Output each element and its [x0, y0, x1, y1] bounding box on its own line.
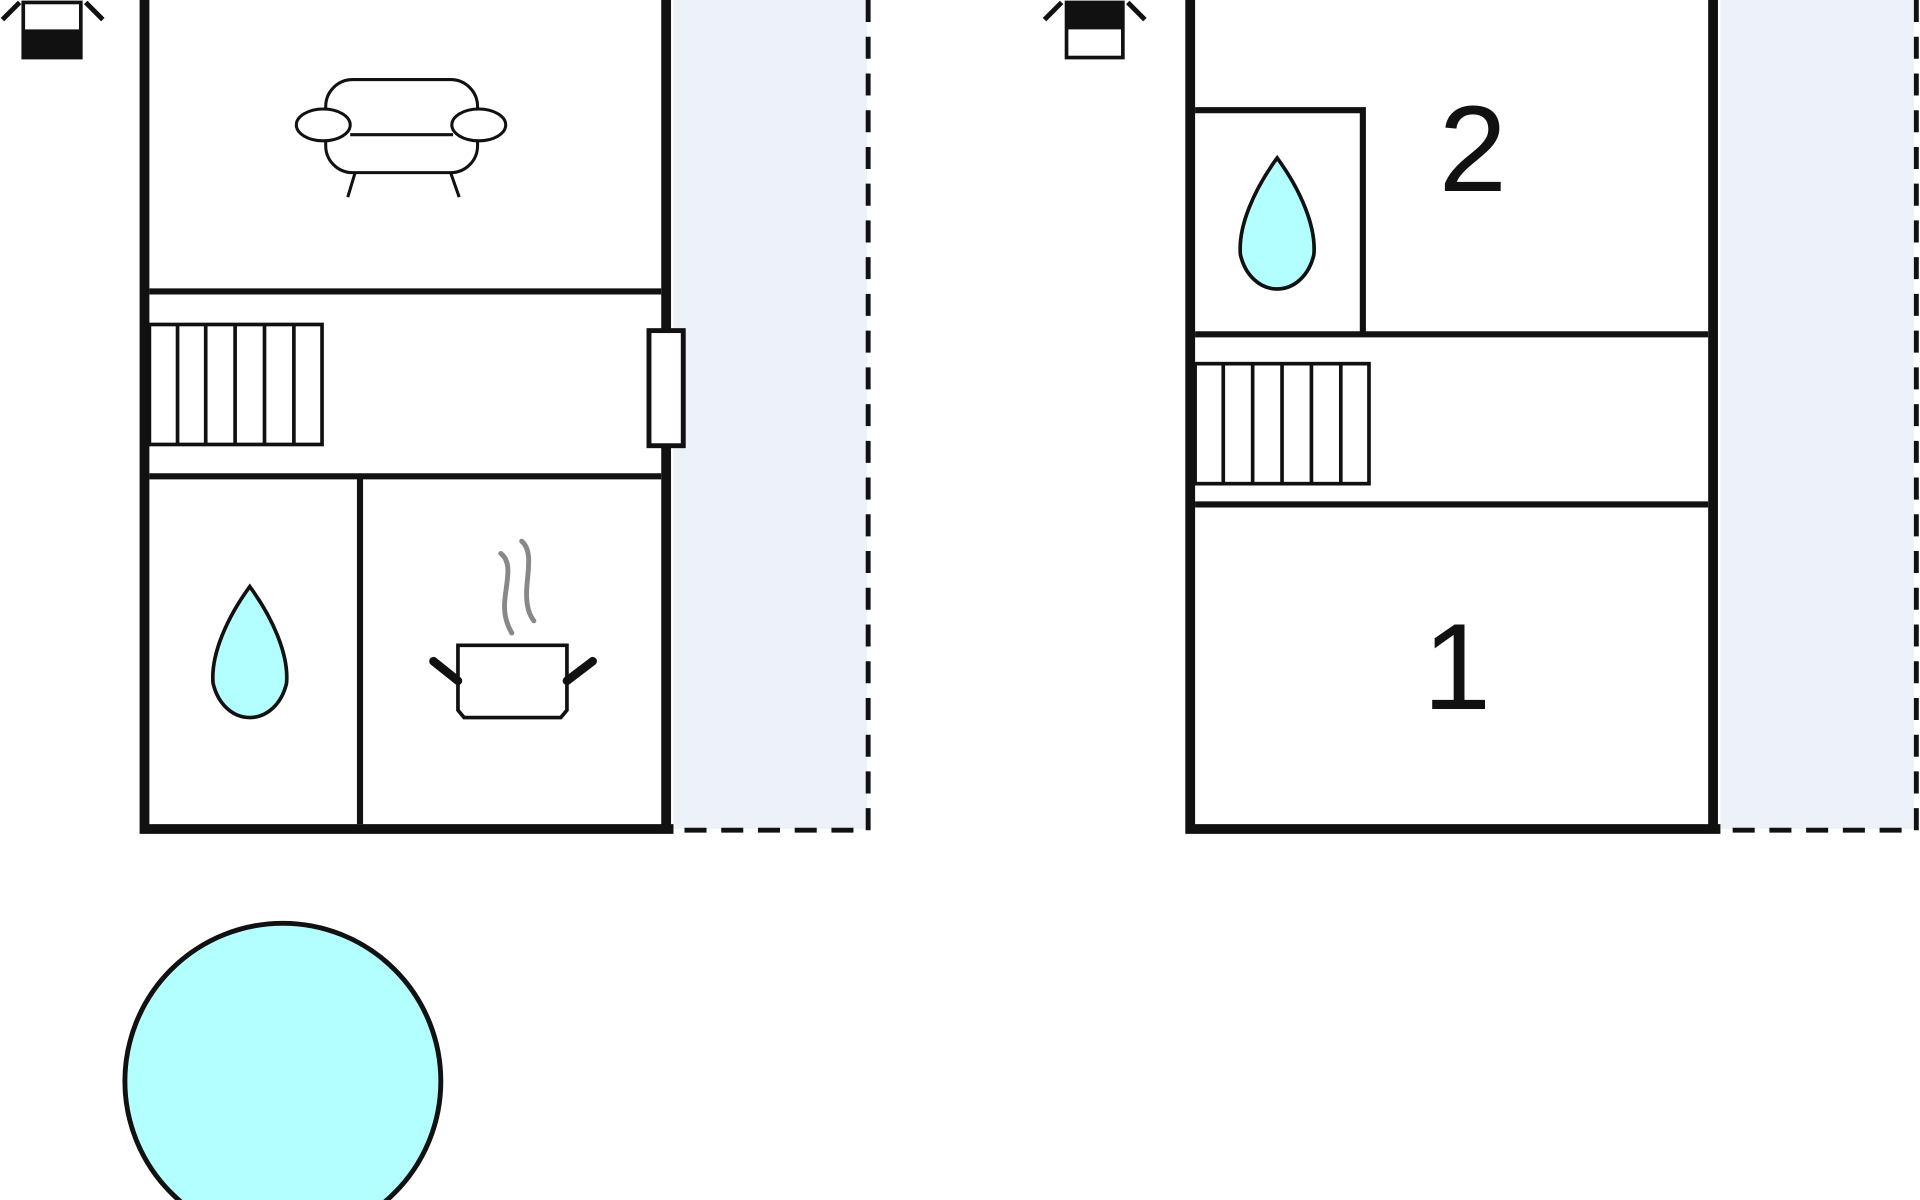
terrace-dashed-border	[673, 0, 871, 833]
bedroom-2-label: 2	[1439, 80, 1507, 217]
terrace-dashed-border	[1720, 0, 1919, 833]
stairs-icon	[147, 322, 324, 447]
water-drop-icon	[1238, 154, 1316, 291]
outer-wall	[1185, 0, 1721, 834]
window-icon	[0, 0, 105, 60]
inner-walls	[149, 288, 662, 825]
terrace-area	[1720, 0, 1914, 829]
water-drop-icon	[211, 583, 289, 720]
door-icon	[646, 328, 686, 449]
pool-icon	[122, 920, 444, 1200]
inner-walls	[1195, 107, 1709, 508]
bedroom-1-label: 1	[1423, 598, 1491, 735]
outer-wall	[139, 0, 674, 834]
terrace-area	[673, 0, 867, 829]
stairs-icon	[1193, 361, 1371, 486]
cooking-pot-icon	[429, 538, 597, 720]
first-floor: 2 1	[1042, 0, 1919, 834]
ground-floor	[0, 0, 871, 834]
sofa-icon	[294, 78, 508, 198]
window-icon	[1042, 0, 1147, 60]
